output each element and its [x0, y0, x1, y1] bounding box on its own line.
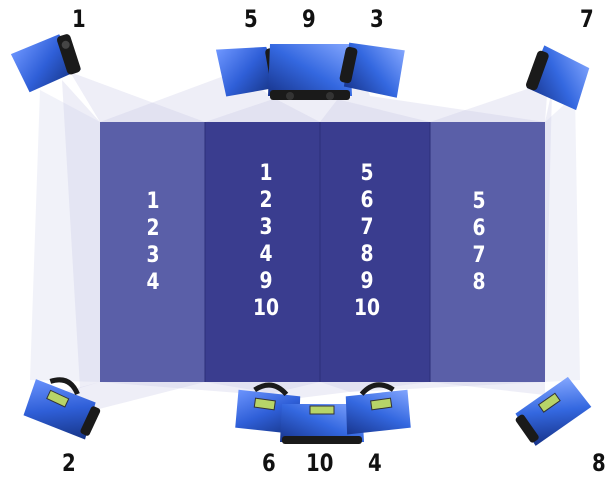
zone-1-item: 4	[128, 269, 179, 296]
sensor-label-3: 3	[370, 6, 384, 32]
zone-1-item: 1	[128, 188, 179, 215]
zone-3-item: 7	[342, 214, 393, 241]
zone-3-list: 5 6 7 8 9 10	[342, 160, 393, 322]
zone-3-item: 8	[342, 241, 393, 268]
sensor-label-5: 5	[244, 6, 258, 32]
zone-3-item: 10	[342, 295, 393, 322]
zone-3-item: 9	[342, 268, 393, 295]
zone-2-item: 10	[241, 295, 292, 322]
sensor-label-4: 4	[368, 450, 382, 476]
zone-2-item: 9	[241, 268, 292, 295]
zone-1-item: 3	[128, 242, 179, 269]
sensor-label-10: 10	[306, 450, 333, 476]
beam-left-side	[30, 90, 100, 382]
zone-4-item: 6	[454, 215, 505, 242]
zone-2-item: 2	[241, 187, 292, 214]
sensor-label-7: 7	[580, 6, 594, 32]
beam-right-side	[545, 95, 580, 382]
sensor-label-8: 8	[592, 450, 606, 476]
zone-3-item: 6	[342, 187, 393, 214]
zone-1-list: 1 2 3 4	[128, 188, 179, 296]
zone-4-item: 5	[454, 188, 505, 215]
sensor-label-1: 1	[72, 6, 86, 32]
sensor-label-9: 9	[302, 6, 316, 32]
zone-4-item: 7	[454, 242, 505, 269]
zone-2-item: 3	[241, 214, 292, 241]
zone-4-item: 8	[454, 269, 505, 296]
sensor-label-6: 6	[262, 450, 276, 476]
zone-4-list: 5 6 7 8	[454, 188, 505, 296]
zone-2-item: 4	[241, 241, 292, 268]
sensor-label-2: 2	[62, 450, 76, 476]
zone-1-item: 2	[128, 215, 179, 242]
zone-2-item: 1	[241, 160, 292, 187]
sensor-device-9	[268, 44, 352, 100]
zone-3-item: 5	[342, 160, 393, 187]
zone-2-list: 1 2 3 4 9 10	[241, 160, 292, 322]
sensor-device-1	[10, 31, 83, 94]
